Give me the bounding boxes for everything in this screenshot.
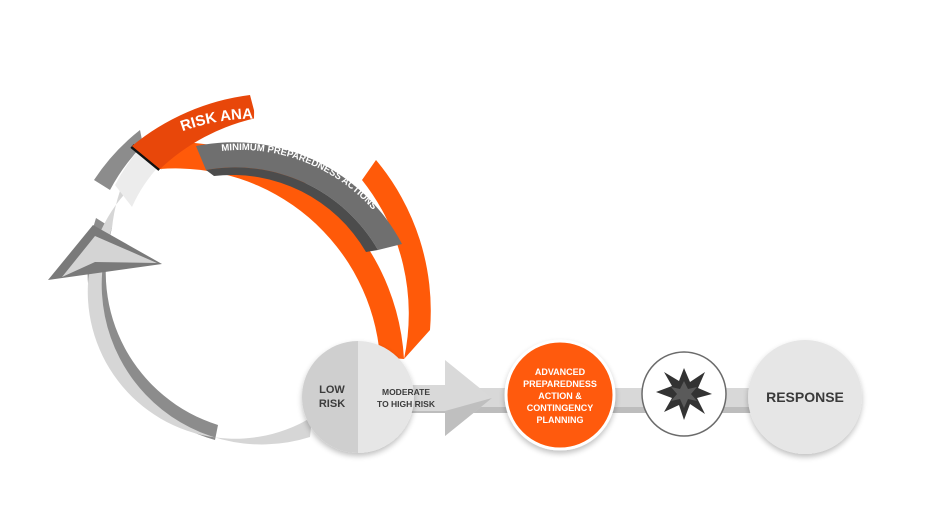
risk-split-circle — [302, 341, 414, 453]
advanced-label-4: CONTINGENCY — [527, 403, 594, 413]
advanced-label-1: ADVANCED — [535, 367, 586, 377]
escalation-arrow — [405, 360, 492, 436]
response-label: RESPONSE — [766, 389, 844, 405]
moderate-risk-half — [358, 341, 414, 453]
advanced-preparedness-circle — [504, 339, 616, 451]
advanced-label-3: ACTION & — [538, 391, 582, 401]
advanced-label-2: PREPAREDNESS — [523, 379, 597, 389]
response-circle — [748, 340, 862, 454]
advanced-label-5: PLANNING — [537, 415, 584, 425]
moderate-risk-label-1: MODERATE — [382, 387, 430, 397]
risk-analysis-ring — [132, 95, 431, 359]
moderate-risk-label-2: TO HIGH RISK — [377, 399, 436, 409]
low-risk-half — [302, 341, 358, 453]
minimum-preparedness-band — [196, 142, 402, 252]
explosion-icon-core — [671, 381, 697, 408]
progress-bar-shade — [410, 407, 830, 413]
low-risk-label-2: RISK — [319, 398, 345, 410]
low-risk-label-1: LOW — [319, 384, 345, 396]
cycle-arrowhead — [48, 225, 162, 280]
